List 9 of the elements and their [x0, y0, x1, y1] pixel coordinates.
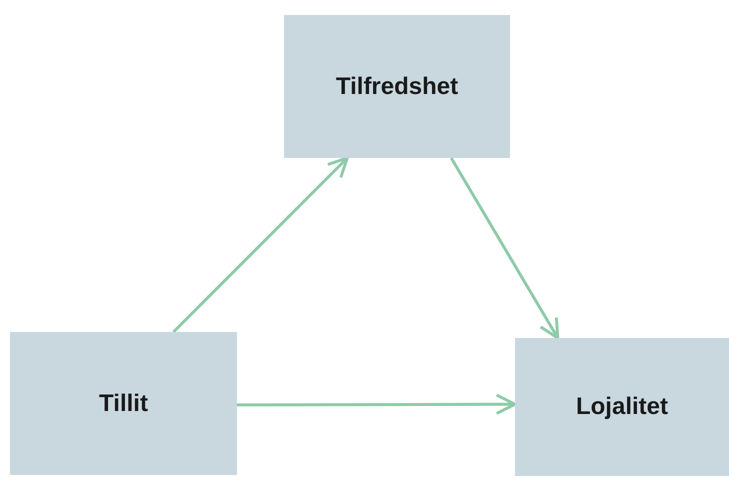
- arrow: [237, 394, 516, 415]
- arrow: [450, 157, 560, 340]
- concept-label: Lojalitet: [576, 393, 668, 421]
- concept-box: [10, 332, 237, 475]
- arrow: [172, 156, 349, 334]
- concept-box: [284, 15, 510, 158]
- concept-box: [515, 338, 729, 476]
- concept-label: Tilfredshet: [336, 72, 458, 100]
- concept-label: Tillit: [99, 390, 148, 418]
